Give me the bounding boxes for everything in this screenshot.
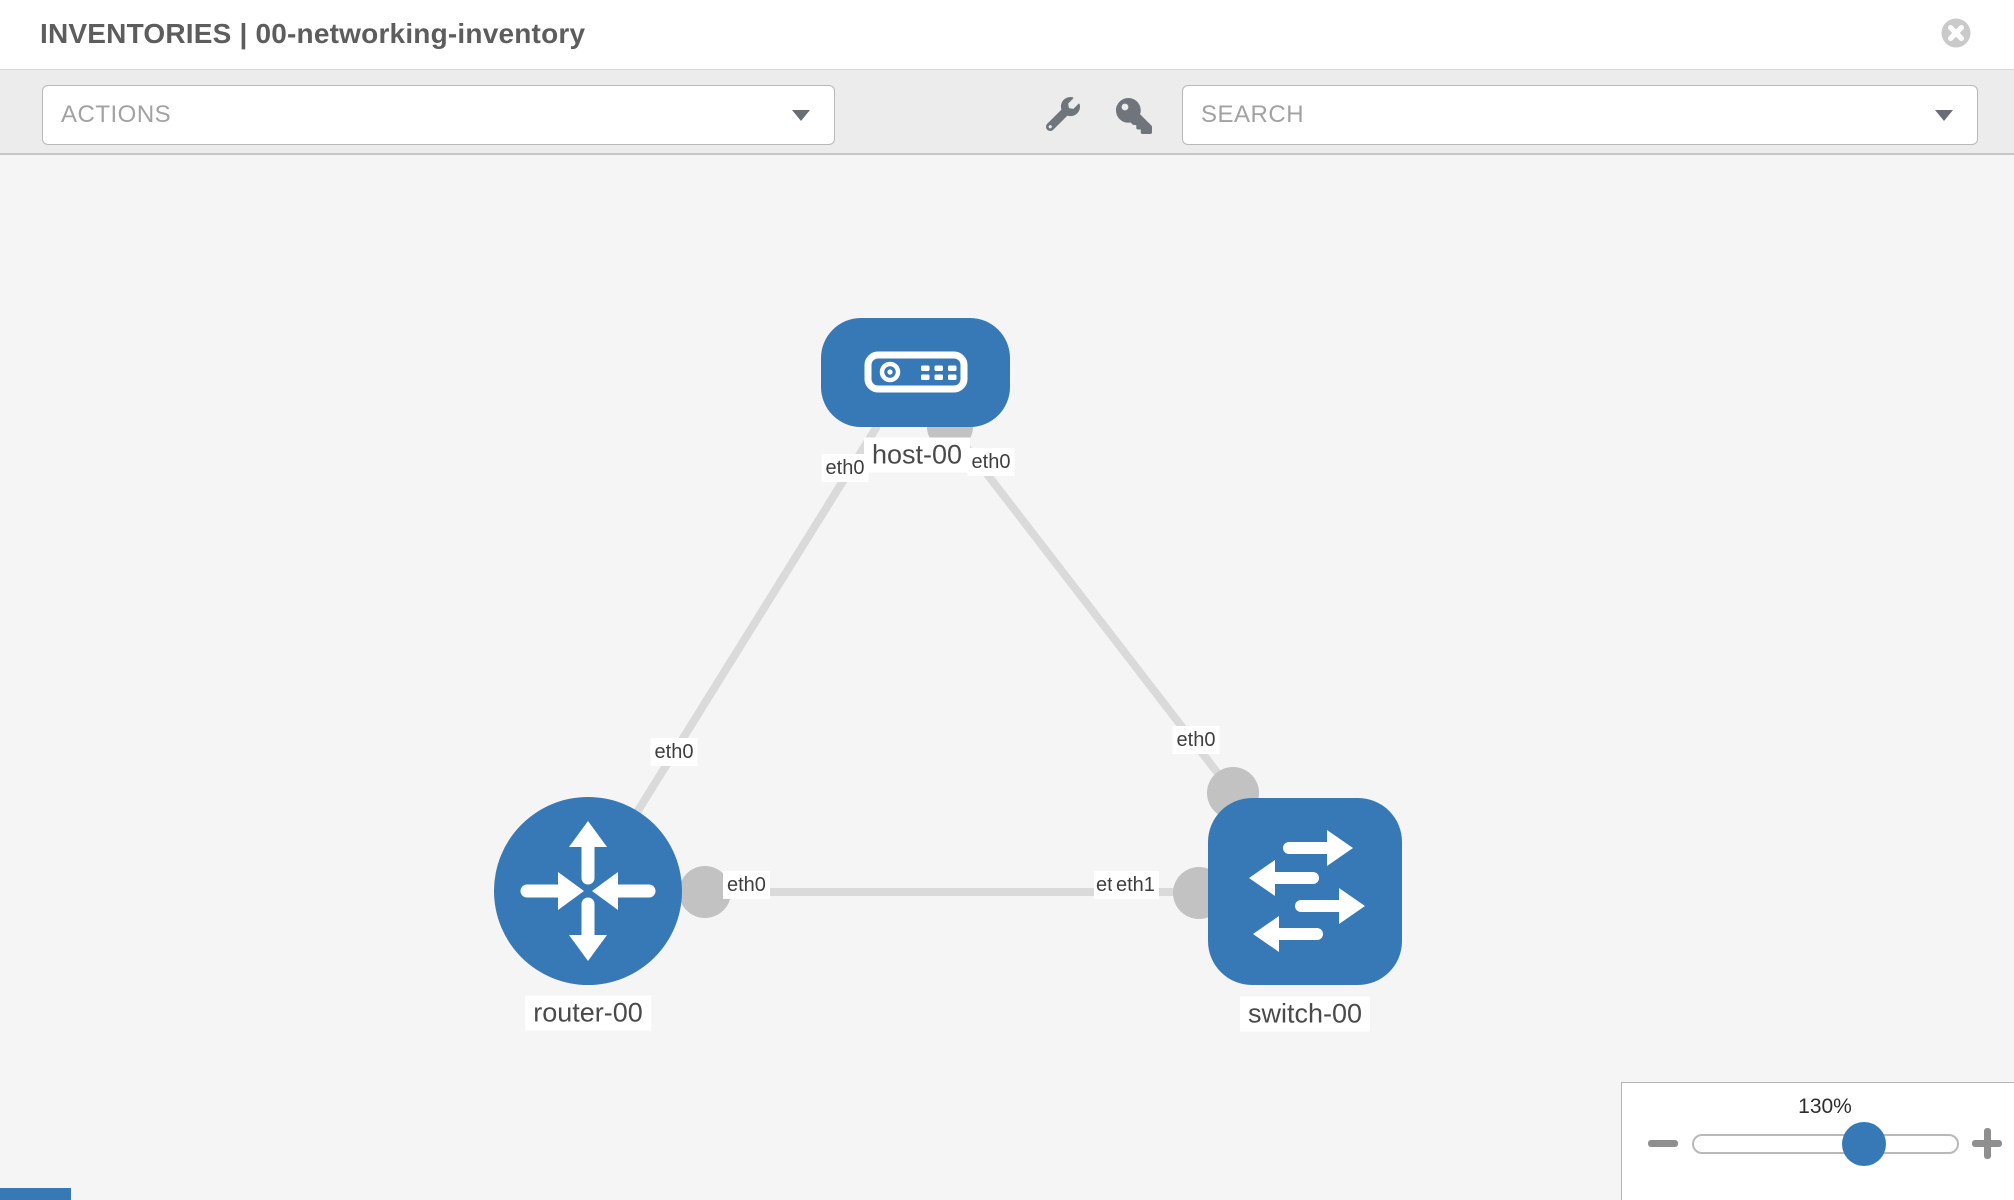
- switch-arrows-icon: [1249, 830, 1365, 952]
- iface-label-host-eth0-left: eth0: [821, 454, 869, 482]
- caret-down-icon: [1935, 110, 1953, 121]
- header-bar: INVENTORIES | 00-networking-inventory: [0, 0, 2014, 70]
- close-icon[interactable]: [1941, 18, 1971, 48]
- caret-down-icon: [792, 110, 810, 121]
- zoom-control-panel: 130%: [1621, 1082, 2014, 1200]
- node-label-host: host-00: [863, 437, 971, 473]
- page-title: INVENTORIES | 00-networking-inventory: [40, 18, 586, 49]
- node-label-switch: switch-00: [1239, 996, 1371, 1032]
- search-placeholder: SEARCH: [1201, 101, 1305, 128]
- iface-label-switch-link-eth0: eth0: [1172, 726, 1220, 754]
- router-arrows-icon: [520, 821, 656, 961]
- zoom-out-button[interactable]: [1648, 1140, 1678, 1147]
- node-switch-00[interactable]: [1208, 798, 1402, 985]
- node-label-router: router-00: [525, 995, 651, 1031]
- actions-dropdown-label: ACTIONS: [61, 101, 172, 128]
- iface-label-switch-eth1: eth1: [1112, 871, 1159, 899]
- wrench-icon[interactable]: [1046, 97, 1080, 131]
- actions-dropdown[interactable]: ACTIONS: [42, 85, 835, 145]
- iface-label-router-eth0: eth0: [723, 871, 770, 899]
- zoom-in-button[interactable]: [1972, 1128, 2002, 1159]
- zoom-slider-track[interactable]: [1692, 1134, 1959, 1154]
- server-icon: [864, 351, 968, 393]
- iface-label-host-eth0-right: eth0: [967, 448, 1015, 476]
- zoom-slider-thumb[interactable]: [1842, 1122, 1886, 1166]
- key-icon[interactable]: [1116, 98, 1152, 134]
- toolbar: ACTIONS SEARCH: [0, 70, 2014, 155]
- iface-label-router-link-eth0: eth0: [650, 738, 698, 766]
- port-router-eth0: [679, 866, 731, 918]
- topology-canvas[interactable]: host-00 router-00 switch-00 eth0 eth0 et…: [0, 155, 2014, 1200]
- node-host-00[interactable]: [821, 318, 1010, 427]
- zoom-percentage: 130%: [1798, 1095, 1852, 1118]
- search-dropdown[interactable]: SEARCH: [1182, 85, 1978, 145]
- bottom-left-accent-bar: [0, 1188, 71, 1200]
- node-router-00[interactable]: [494, 797, 682, 985]
